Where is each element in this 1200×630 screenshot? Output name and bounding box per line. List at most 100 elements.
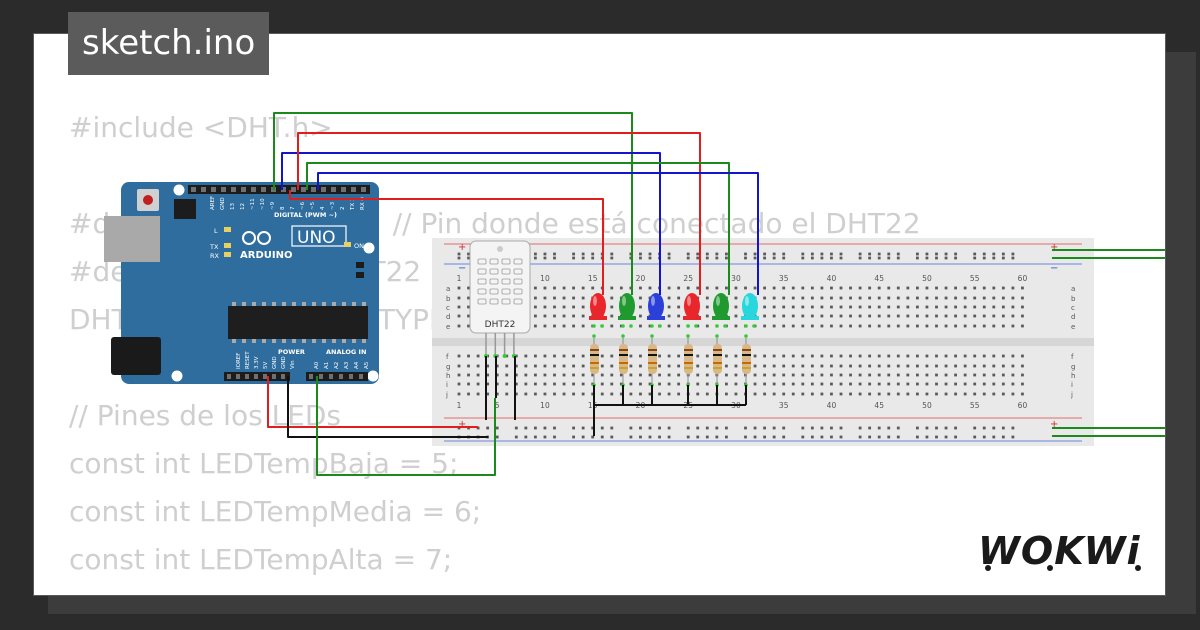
breadboard-rail-hole	[753, 435, 757, 439]
breadboard-hole	[791, 364, 795, 368]
breadboard-rail-hole	[591, 256, 595, 260]
breadboard-hole	[877, 314, 881, 318]
led-rim	[712, 316, 730, 320]
breadboard-hole	[906, 354, 910, 358]
breadboard-rail-hole	[830, 426, 833, 430]
breadboard-hole	[572, 382, 575, 386]
breadboard-rail-hole	[944, 435, 948, 439]
breadboard-hole	[887, 354, 891, 358]
row-letter: j	[1070, 391, 1073, 399]
breadboard-rail-hole	[1001, 256, 1005, 260]
row-letter: b	[1071, 295, 1076, 303]
breadboard-hole	[734, 382, 738, 386]
header-pin	[251, 187, 256, 192]
breadboard-hole	[744, 286, 747, 290]
breadboard-hole	[868, 286, 872, 290]
breadboard-hole	[868, 364, 872, 368]
logo-dot	[1047, 565, 1053, 571]
analog-pin-label: A3	[344, 361, 350, 369]
breadboard-hole	[658, 373, 661, 377]
breadboard-rail-hole	[600, 426, 604, 430]
breadboard-hole	[791, 382, 795, 386]
breadboard-hole	[658, 392, 661, 396]
breadboard-hole	[954, 286, 957, 290]
breadboard-hole	[982, 286, 986, 290]
breadboard-hole	[982, 392, 986, 396]
breadboard-hole	[581, 305, 585, 309]
resistor-band	[590, 367, 599, 369]
breadboard-hole	[486, 373, 490, 377]
dht22-sensor: DHT22	[469, 240, 531, 358]
breadboard-hole	[820, 382, 824, 386]
breadboard-hole	[705, 324, 709, 328]
breadboard-hole	[887, 296, 891, 300]
breadboard-rail-hole	[944, 252, 948, 256]
breadboard-hole	[610, 382, 614, 386]
row-letter: d	[446, 313, 450, 321]
header-pin	[319, 374, 323, 379]
breadboard-hole	[868, 392, 872, 396]
breadboard-hole	[858, 296, 862, 300]
led-highlight	[593, 296, 597, 306]
breadboard-hole	[887, 324, 891, 328]
breadboard-hole	[849, 373, 852, 377]
breadboard-hole	[896, 324, 900, 328]
breadboard-hole	[1021, 314, 1024, 318]
breadboard-rail-hole	[610, 426, 614, 430]
rail-minus-label: −	[458, 263, 466, 274]
breadboard-hole	[562, 296, 566, 300]
breadboard-hole	[495, 392, 499, 396]
header-pin	[311, 187, 316, 192]
breadboard-rail-hole	[839, 256, 843, 260]
breadboard-rail-hole	[686, 426, 690, 430]
breadboard-rail-hole	[887, 426, 891, 430]
digital-pin-label: ~6	[300, 201, 306, 210]
breadboard-rail-hole	[801, 256, 805, 260]
breadboard-rail-hole	[744, 426, 747, 430]
row-letter: a	[446, 285, 450, 293]
rail-plus-label: +	[458, 419, 466, 430]
breadboard-rail-hole	[639, 256, 642, 260]
breadboard-hole	[935, 354, 938, 358]
breadboard-hole	[887, 305, 891, 309]
breadboard-hole	[839, 364, 843, 368]
breadboard-hole	[810, 296, 814, 300]
icsp-header	[174, 199, 196, 219]
breadboard-hole	[658, 382, 661, 386]
sensor-grille-slot	[489, 278, 499, 285]
breadboard-rail-hole	[810, 252, 814, 256]
breadboard-hole	[1021, 305, 1024, 309]
breadboard-hole	[639, 364, 642, 368]
row-letter: i	[446, 381, 448, 389]
chip-pin	[242, 302, 246, 306]
chip-pin	[292, 339, 296, 343]
header-pin	[329, 374, 333, 379]
breadboard-hole	[925, 286, 929, 290]
breadboard-hole	[534, 354, 537, 358]
breadboard-hole	[648, 373, 652, 377]
mounting-hole	[367, 370, 379, 382]
breadboard-hole	[1011, 364, 1015, 368]
digital-pin-label: 4	[320, 206, 326, 210]
breadboard-rail-hole	[744, 252, 747, 256]
breadboard-rail-hole	[467, 252, 470, 256]
breadboard-hole	[696, 354, 700, 358]
resistor-band	[648, 354, 657, 356]
breadboard-rail-hole	[524, 426, 528, 430]
breadboard-hole	[648, 382, 652, 386]
breadboard-hole	[648, 392, 652, 396]
breadboard-rail-hole	[1011, 256, 1015, 260]
breadboard-hole	[543, 382, 547, 386]
breadboard-hole	[887, 314, 891, 318]
breadboard-rail-hole	[543, 426, 547, 430]
breadboard-hole	[906, 373, 910, 377]
breadboard-hole	[839, 305, 843, 309]
led-highlight	[622, 296, 626, 306]
breadboard-hole	[868, 324, 872, 328]
file-tab[interactable]: sketch.ino	[68, 12, 270, 75]
rail-plus-label: +	[1050, 242, 1058, 253]
breadboard-hole	[1011, 373, 1015, 377]
breadboard-rail-hole	[877, 252, 881, 256]
led-lead	[715, 324, 719, 328]
header-pin	[309, 374, 313, 379]
